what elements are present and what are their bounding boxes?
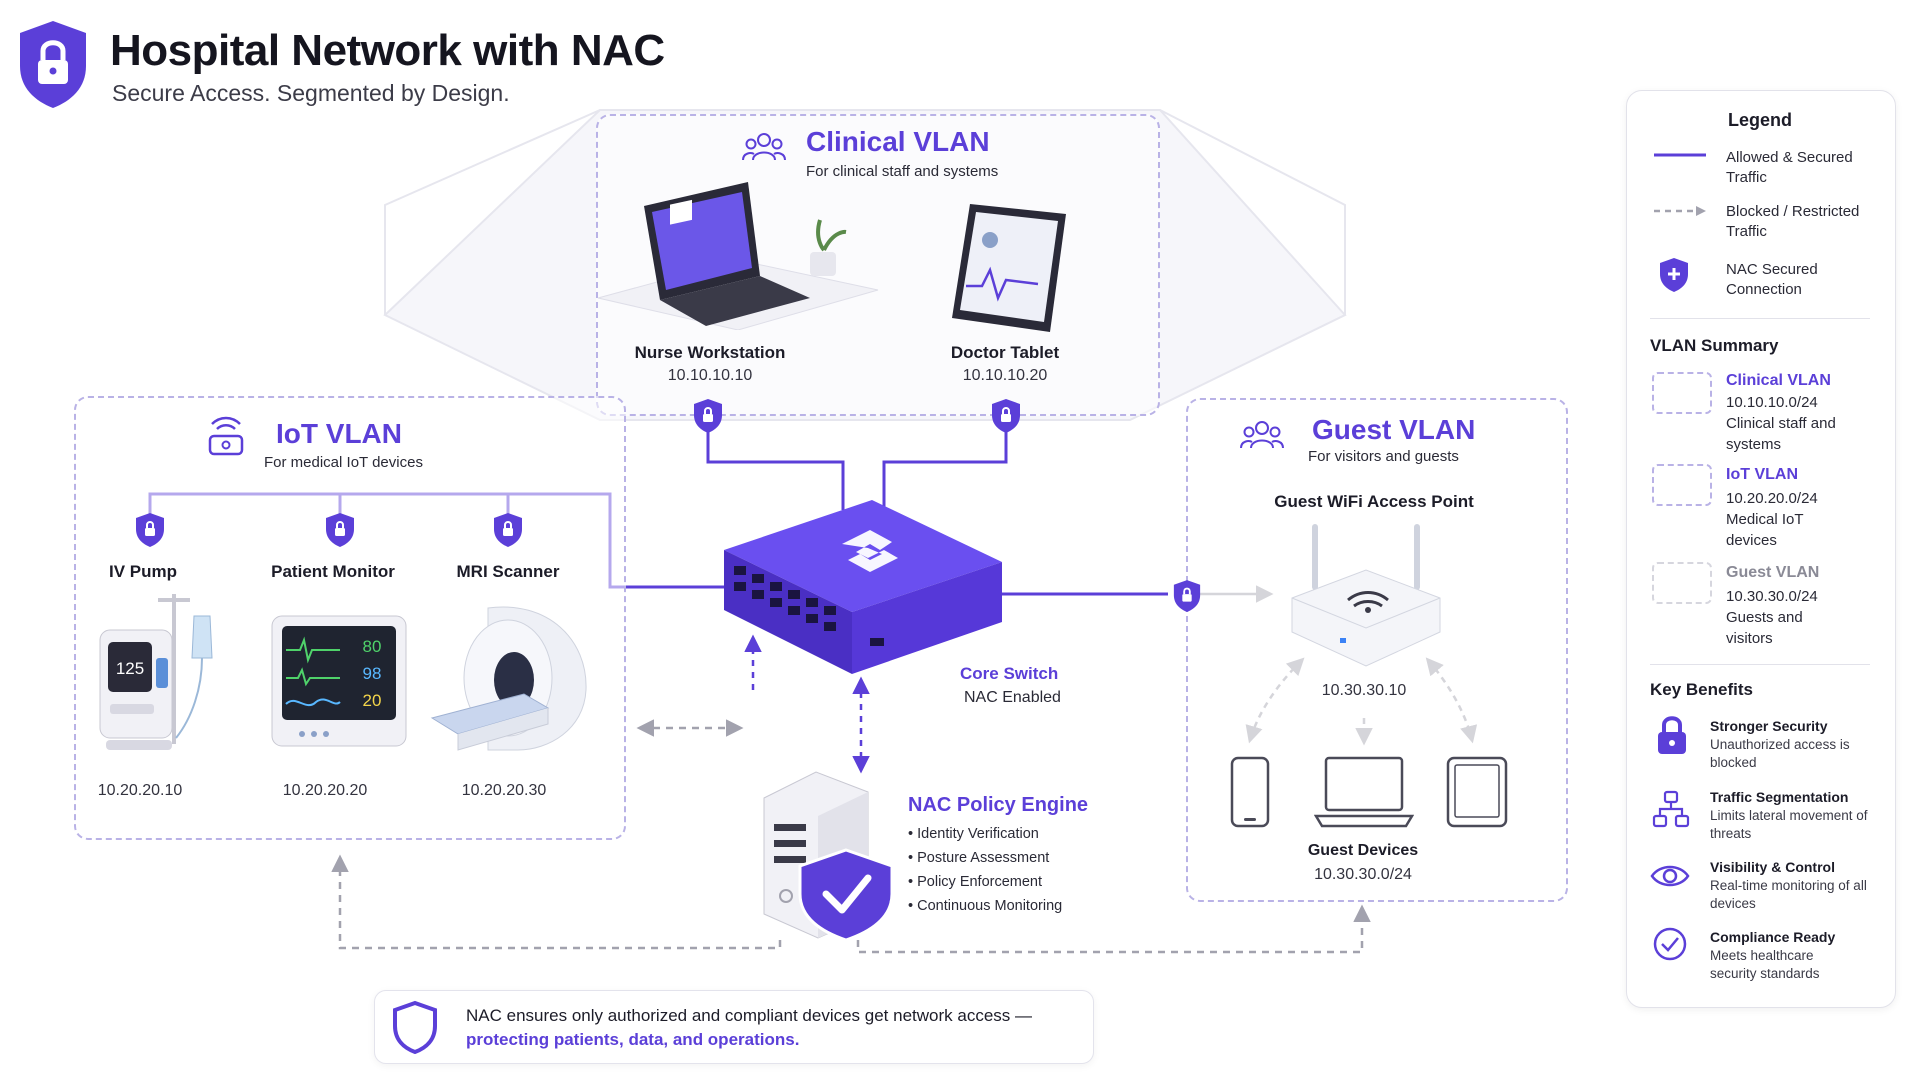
lock-shield-logo-icon — [20, 21, 86, 108]
doctor-tablet-name: Doctor Tablet — [950, 343, 1060, 362]
wifi-device-icon — [208, 416, 244, 456]
benefit-title: Stronger Security — [1710, 718, 1828, 734]
eye-icon — [1650, 865, 1690, 887]
nac-shield-icon — [1173, 580, 1201, 612]
legend-divider — [1650, 318, 1870, 319]
mri-scanner-name: MRI Scanner — [456, 562, 560, 581]
vlan-summary-subnet: 10.20.20.0/24 — [1726, 490, 1818, 507]
page-title: Hospital Network with NAC — [110, 26, 665, 75]
laptop-icon — [1314, 756, 1414, 828]
guest-ap-ip: 10.30.30.10 — [1321, 682, 1407, 699]
iv-pump-display: 125 — [116, 659, 144, 678]
core-switch-status: NAC Enabled — [964, 689, 1061, 706]
doctor-tablet-ip: 10.10.10.20 — [962, 367, 1048, 384]
check-circle-icon — [1653, 927, 1687, 961]
vlan-summary-title: VLAN Summary — [1650, 336, 1779, 355]
wifi-router-icon — [1291, 524, 1441, 667]
vlan-summary-subnet: 10.30.30.0/24 — [1726, 588, 1818, 605]
iv-pump-icon: 125 — [99, 594, 213, 750]
vlan-summary-name: Guest VLAN — [1726, 564, 1820, 581]
patient-monitor-ip: 10.20.20.20 — [282, 782, 368, 799]
vlan-summary-desc: Medical IoT devices — [1726, 511, 1804, 549]
policy-feature-item: • Posture Assessment — [908, 850, 1050, 866]
benefits-title: Key Benefits — [1650, 680, 1753, 699]
policy-feature-item: • Identity Verification — [908, 826, 1039, 842]
network-icon — [1652, 790, 1690, 828]
policy-feature-item: • Continuous Monitoring — [908, 898, 1063, 914]
benefit-desc: Meets healthcare security standards — [1710, 948, 1820, 981]
vlan-summary-desc: Guests and visitors — [1726, 609, 1803, 647]
benefit-desc: Limits lateral movement of threats — [1710, 808, 1868, 841]
link-tablet-switch — [882, 410, 1008, 515]
core-switch-name: Core Switch — [960, 664, 1059, 683]
mri-scanner-icon — [430, 606, 587, 751]
legend-panel — [1626, 90, 1896, 1008]
nurse-workstation-ip: 10.10.10.10 — [667, 367, 753, 384]
policy-engine-name: NAC Policy Engine — [908, 794, 1089, 816]
benefit-title: Traffic Segmentation — [1710, 789, 1849, 805]
solid-line-icon — [1654, 153, 1706, 157]
nac-shield-icon — [494, 513, 522, 547]
vlan-summary-name: Clinical VLAN — [1726, 372, 1831, 389]
link-nurse-switch — [706, 410, 845, 510]
nurse-workstation-icon — [597, 182, 879, 330]
banner-text: NAC ensures only authorized and complian… — [466, 1006, 1033, 1025]
benefit-desc: Unauthorized access is blocked — [1710, 737, 1850, 770]
patient-monitor-icon: 80 98 20 — [271, 615, 407, 747]
guest-devices-name: Guest Devices — [1307, 842, 1419, 859]
legend-item-label: NAC Secured Connection — [1726, 261, 1818, 298]
clinical-vlan-subtitle: For clinical staff and systems — [806, 163, 999, 180]
server-shield-icon — [763, 771, 894, 942]
legend-divider — [1650, 664, 1870, 665]
patient-monitor-name: Patient Monitor — [271, 562, 395, 581]
policy-feature-list: • Identity Verification • Posture Assess… — [908, 822, 1062, 918]
core-switch-icon[interactable] — [722, 498, 1004, 676]
monitor-reading-spo2: 98 — [363, 664, 382, 683]
benefit-title: Visibility & Control — [1710, 859, 1835, 875]
legend-title: Legend — [1728, 110, 1793, 130]
nac-shield-icon — [694, 399, 722, 433]
policy-feature-item: • Policy Enforcement — [908, 874, 1043, 890]
nac-shield-icon — [326, 513, 354, 547]
benefit-desc: Real-time monitoring of all devices — [1710, 878, 1867, 911]
monitor-reading-resp: 20 — [363, 691, 382, 710]
nac-shield-icon — [136, 513, 164, 547]
iv-pump-name: IV Pump — [108, 562, 177, 581]
lock-icon — [1658, 716, 1686, 754]
flow-policy-guest — [856, 904, 1371, 954]
guest-vlan-subtitle: For visitors and guests — [1308, 448, 1459, 465]
doctor-tablet-icon — [952, 204, 1066, 332]
shield-outline-icon — [393, 1000, 437, 1054]
shield-icon — [1660, 258, 1688, 292]
mri-scanner-ip: 10.20.20.30 — [461, 782, 547, 799]
monitor-reading-hr: 80 — [363, 637, 382, 656]
legend-item-label: Blocked / Restricted Traffic — [1726, 203, 1860, 240]
people-icon — [742, 133, 786, 161]
vlan-swatch-clinical — [1652, 372, 1712, 414]
vlan-summary-subnet: 10.10.10.0/24 — [1726, 394, 1818, 411]
guest-devices-subnet: 10.30.30.0/24 — [1314, 866, 1412, 883]
nac-shield-icon — [992, 399, 1020, 433]
footer-banner — [374, 990, 1094, 1064]
iv-pump-ip: 10.20.20.10 — [97, 782, 183, 799]
vlan-swatch-iot — [1652, 464, 1712, 506]
people-icon — [1240, 421, 1284, 449]
iot-vlan-subtitle: For medical IoT devices — [264, 454, 423, 471]
nurse-workstation-name: Nurse Workstation — [634, 343, 786, 362]
vlan-swatch-guest — [1652, 562, 1712, 604]
vlan-summary-name: IoT VLAN — [1726, 466, 1798, 483]
page-subtitle: Secure Access. Segmented by Design. — [112, 80, 510, 106]
clinical-vlan-title: Clinical VLAN — [806, 126, 990, 157]
smartphone-icon — [1230, 756, 1270, 828]
guest-vlan-title: Guest VLAN — [1312, 414, 1476, 445]
benefit-title: Compliance Ready — [1710, 929, 1836, 945]
tablet-icon — [1446, 756, 1508, 828]
legend-item-label: Allowed & Secured Traffic — [1726, 149, 1853, 186]
guest-ap-name: Guest WiFi Access Point — [1274, 492, 1474, 511]
vlan-summary-desc: Clinical staff and systems — [1726, 415, 1836, 453]
iot-vlan-title: IoT VLAN — [276, 418, 402, 449]
flow-policy-iot — [331, 854, 782, 950]
dashed-arrow-icon — [1654, 206, 1706, 216]
banner-highlight: protecting patients, data, and operation… — [466, 1030, 800, 1049]
